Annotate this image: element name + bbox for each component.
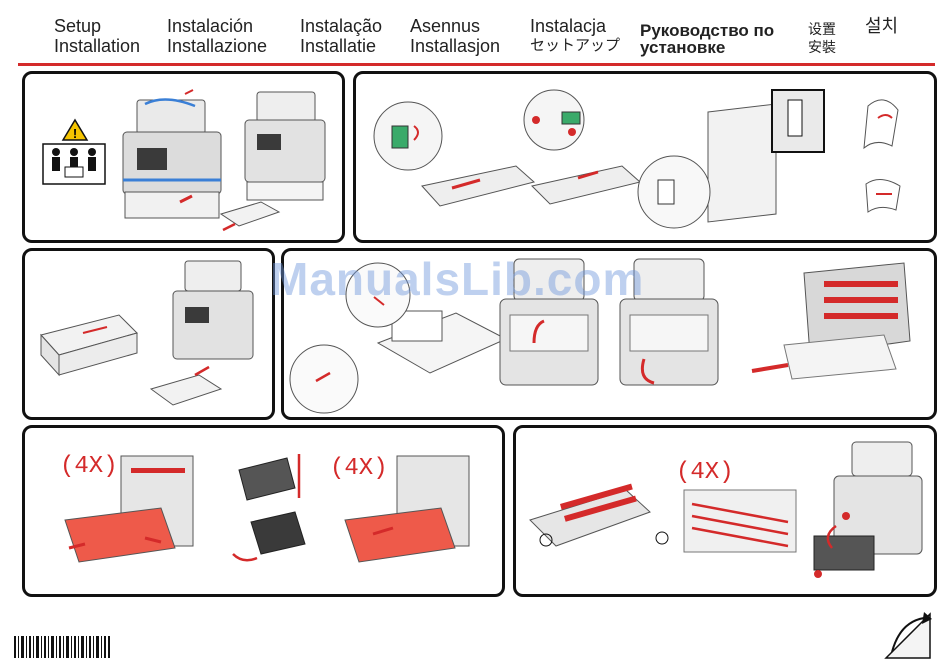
printer-reinsert-kit-illustration: [814, 442, 922, 578]
page-turn-arrow-icon[interactable]: [880, 608, 936, 662]
panel-insert-tray: [22, 248, 275, 420]
barcode-icon: [14, 636, 110, 658]
paper-flex-illustration: [864, 100, 900, 212]
photoconductor-install-illustration: [530, 484, 668, 546]
warning-icon: !: [63, 120, 87, 141]
panel-photoconductors: [513, 425, 937, 597]
watermark: ManualsLib.com: [270, 252, 644, 306]
printer-tray-removed-illustration: [221, 92, 325, 230]
repeat-count-label: (4X): [676, 459, 734, 486]
repeat-count-label: (4X): [60, 453, 118, 480]
repeat-count-label: (4X): [330, 455, 388, 482]
header-divider: [18, 63, 935, 66]
header-korean: 설치: [865, 16, 898, 36]
tray-size-indicator-illustration: [638, 90, 824, 228]
header-chinese: 设置安裝: [808, 20, 836, 56]
panel-unpack: !: [22, 71, 345, 243]
imaging-kit-packing-illustration: [752, 263, 910, 379]
printer-insert-tray-illustration: [151, 261, 253, 405]
panel-load-tray: [353, 71, 937, 243]
shake-cartridge-illustration: [233, 454, 305, 560]
loaded-tray-illustration: [41, 315, 137, 375]
printer-with-tape-illustration: [123, 90, 221, 218]
shipping-strips-illustration: [684, 490, 796, 552]
svg-text:!: !: [73, 126, 77, 141]
tray-side-guide-illustration: [524, 90, 640, 204]
panel-imaging-kit: [22, 425, 505, 597]
three-person-lift-icon: [43, 144, 105, 184]
tray-guide-zoom-illustration: [374, 102, 534, 206]
